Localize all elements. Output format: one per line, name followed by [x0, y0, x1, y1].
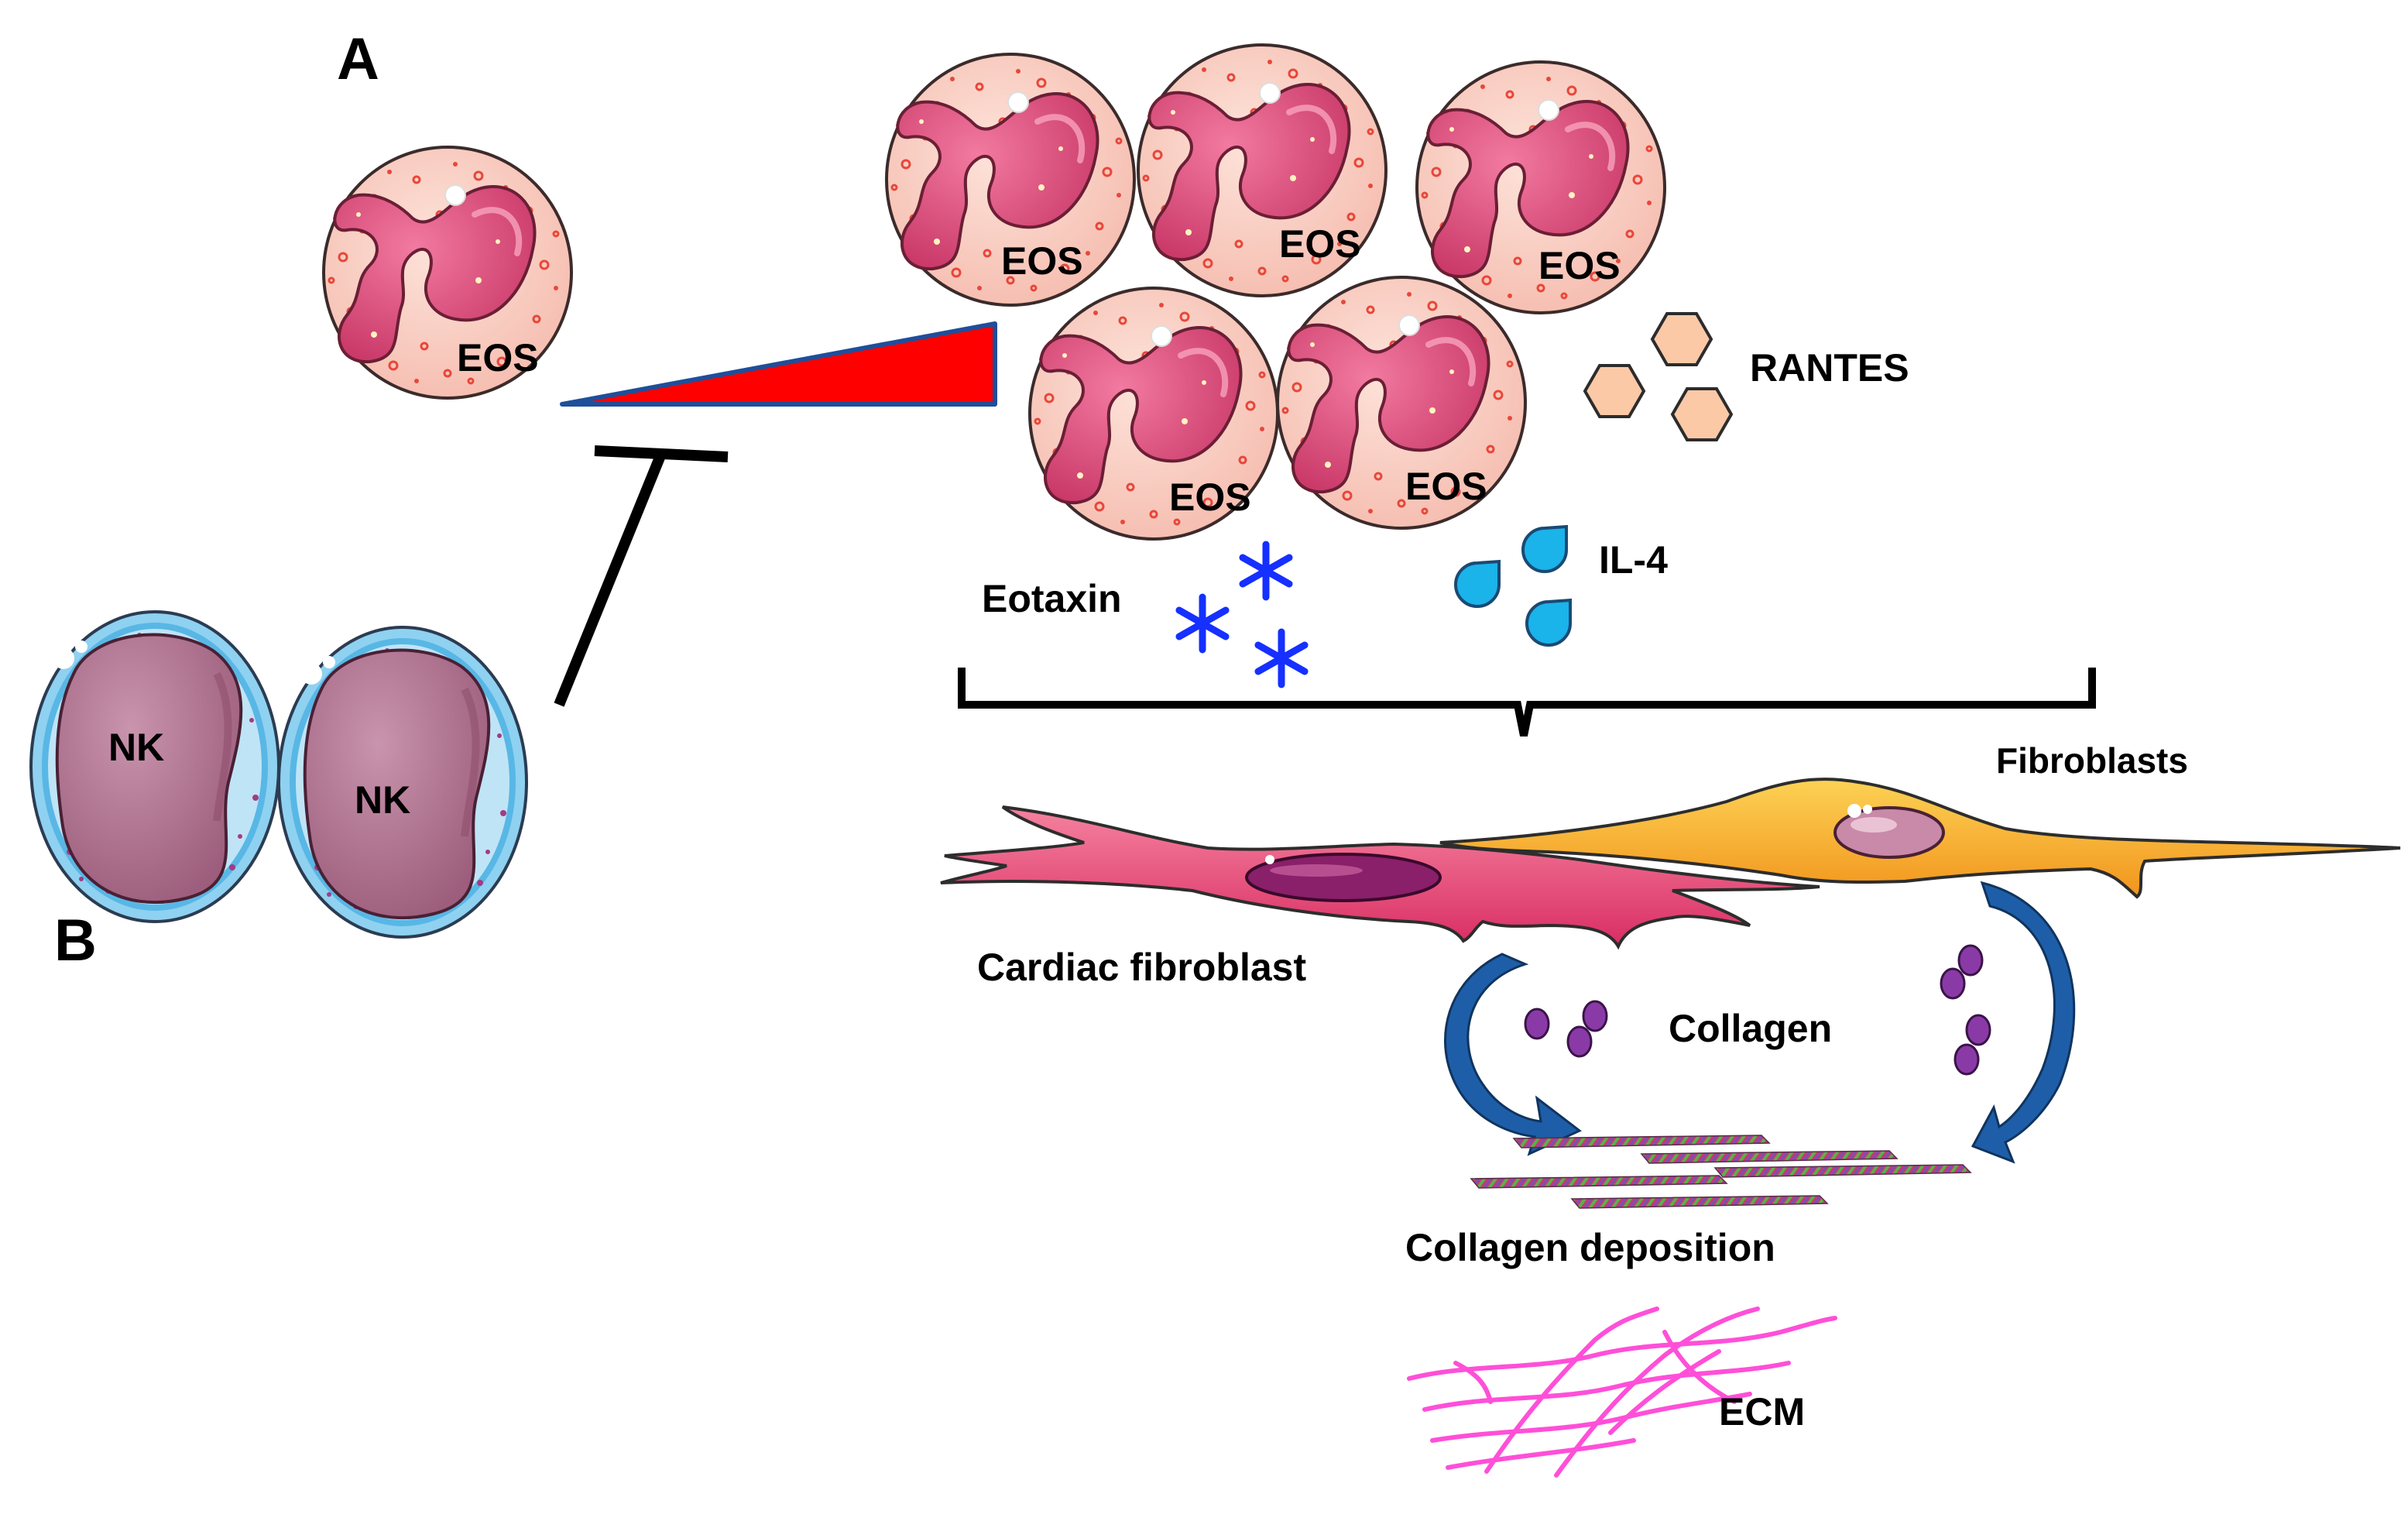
il4-label: IL-4 — [1599, 538, 1668, 582]
curved-arrow-left — [1444, 953, 1582, 1156]
increase-gradient-wedge — [560, 321, 997, 407]
nk-label: NK — [355, 778, 410, 822]
eotaxin-label: Eotaxin — [982, 577, 1122, 620]
bracket — [958, 668, 2096, 736]
collagen-molecules-right — [1940, 944, 1991, 1076]
eos-label: EOS — [457, 336, 539, 379]
cardiac-fibroblast-label: Cardiac fibroblast — [977, 946, 1306, 989]
eos-label: EOS — [1405, 465, 1487, 508]
eosinophil-single: EOS — [324, 147, 571, 398]
nk-label: NK — [108, 726, 164, 769]
eos-label: EOS — [1169, 476, 1251, 519]
collagen-molecules-left — [1524, 1000, 1608, 1058]
il4-molecules — [1454, 525, 1572, 647]
fibroblast-orange — [1439, 778, 2401, 899]
panel-label-a: A — [337, 26, 379, 92]
collagen-fibers — [1470, 1135, 1971, 1209]
collagen-label: Collagen — [1669, 1007, 1832, 1050]
eos-label: EOS — [1001, 239, 1083, 283]
inhibition-bar — [554, 445, 729, 707]
ecm-mesh — [1407, 1306, 1837, 1478]
rantes-label: RANTES — [1750, 346, 1909, 390]
ecm-label: ECM — [1719, 1390, 1805, 1433]
eos-label: EOS — [1538, 244, 1621, 287]
fibroblast-cardiac — [940, 805, 1820, 950]
rantes-molecules — [1583, 312, 1733, 441]
collagen-deposition-label: Collagen deposition — [1405, 1226, 1775, 1269]
eotaxin-molecules — [1179, 544, 1305, 685]
curved-arrow-right — [1971, 881, 2076, 1164]
panel-label-b: B — [54, 908, 97, 973]
eosinophil-cluster: EOS EOS EOS EOS EOS — [887, 45, 1665, 539]
fibroblasts-label: Fibroblasts — [1996, 740, 2188, 781]
nk-cells: NK NK — [31, 612, 527, 937]
eos-label: EOS — [1279, 222, 1361, 266]
